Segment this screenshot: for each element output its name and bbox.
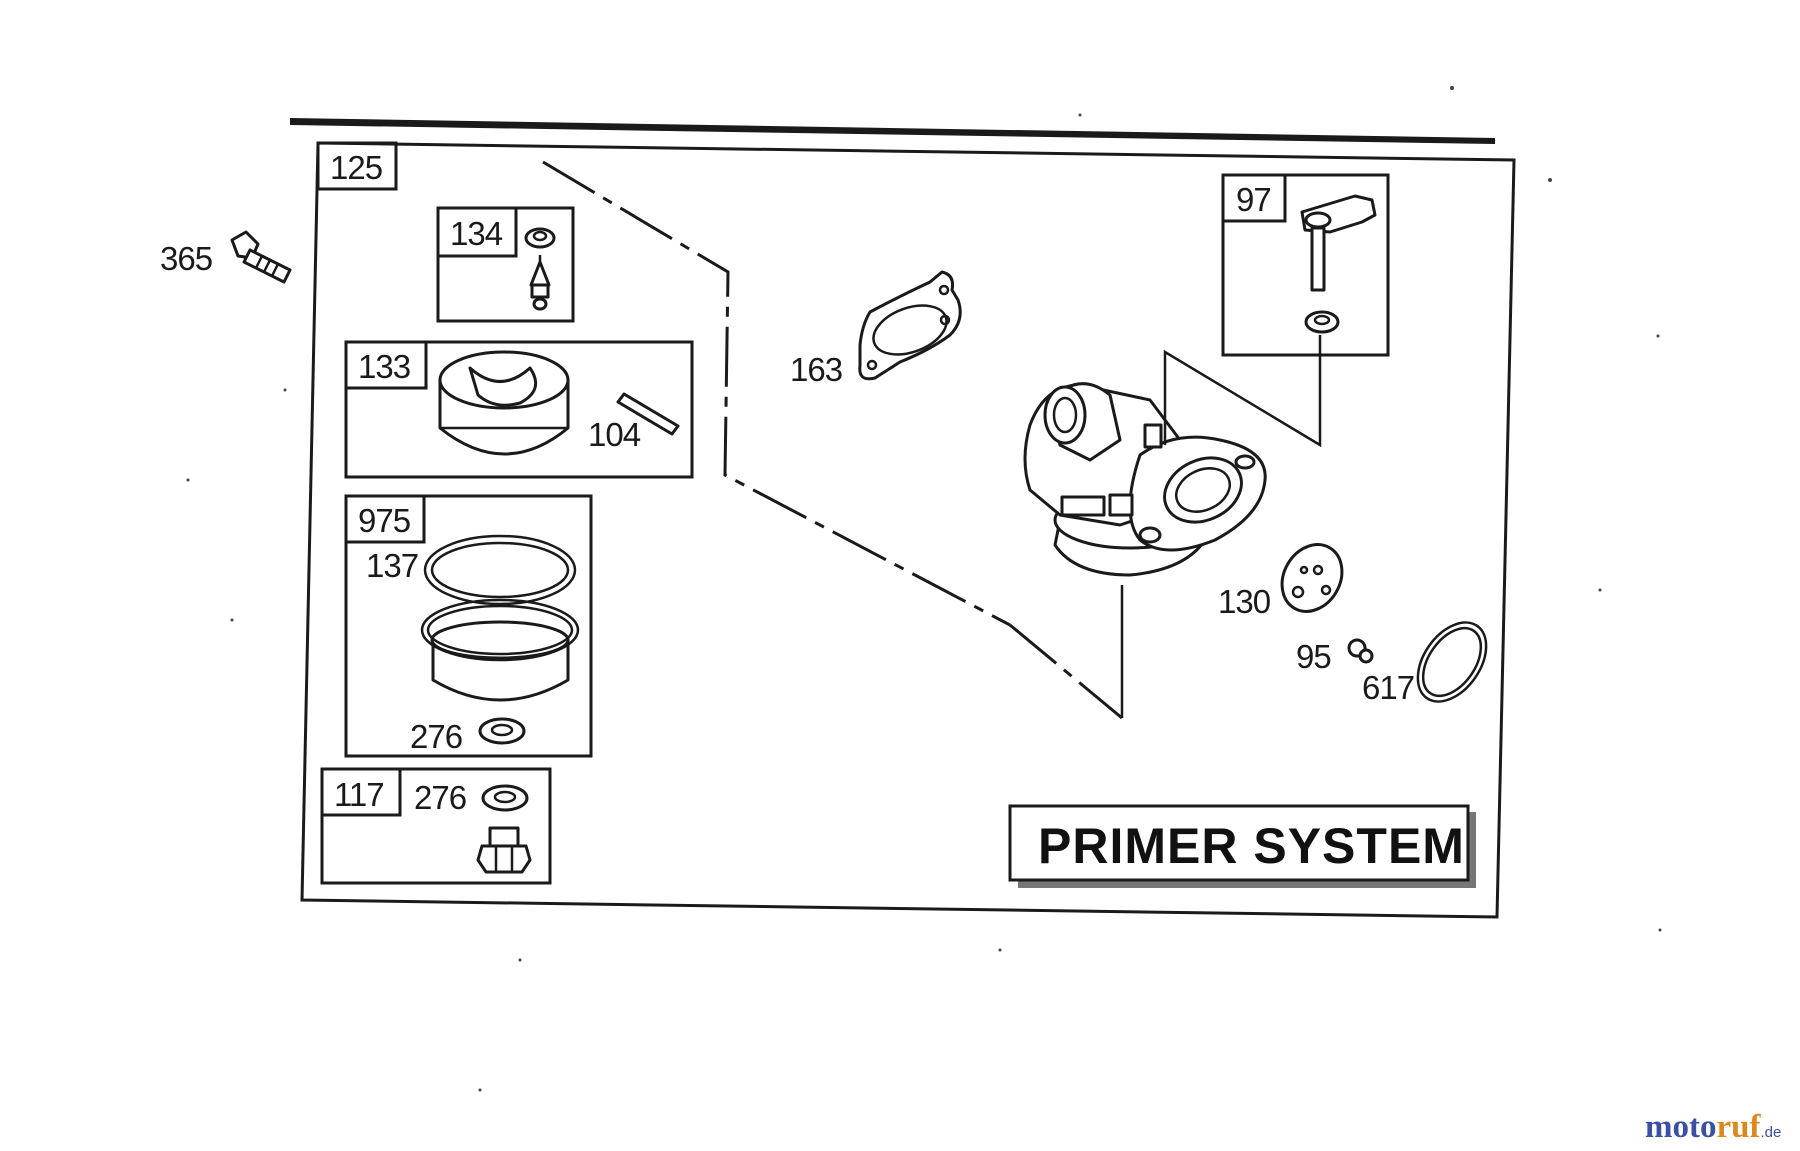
label-104: 104 — [588, 416, 641, 453]
part-276-washer-b — [481, 784, 529, 812]
label-97: 97 — [1236, 181, 1271, 218]
part-104-pin — [616, 392, 680, 436]
part-carburetor-body — [1023, 382, 1267, 577]
part-134-primer-valve — [524, 227, 556, 311]
label-133: 133 — [358, 348, 410, 385]
label-box-125 — [316, 141, 398, 191]
part-97-choke-shaft — [1300, 194, 1377, 334]
assembly-line-lower — [1009, 623, 1123, 720]
assembly-line-97 — [1163, 335, 1322, 448]
diagram-title: PRIMER SYSTEM — [1038, 818, 1465, 874]
part-365-screw — [230, 230, 292, 284]
part-130-diaphragm — [1280, 543, 1344, 613]
assembly-line-upper — [542, 160, 1011, 627]
top-rule — [290, 118, 1495, 144]
label-95: 95 — [1296, 638, 1331, 675]
box-133 — [344, 340, 694, 479]
part-276-washer-a — [478, 717, 526, 745]
part-95-screw — [1347, 638, 1374, 664]
box-117 — [320, 767, 552, 885]
label-box-975 — [344, 494, 426, 544]
label-617: 617 — [1362, 669, 1414, 706]
label-box-133 — [344, 340, 428, 390]
label-117: 117 — [334, 776, 384, 813]
label-box-134 — [436, 206, 518, 258]
part-117-bowl-nut — [476, 826, 532, 874]
label-130: 130 — [1218, 583, 1271, 620]
watermark-logo: motoruf.de — [1645, 1109, 1781, 1145]
part-137-gasket — [423, 534, 577, 606]
part-975-float-bowl — [420, 598, 580, 702]
label-163: 163 — [790, 351, 842, 388]
frame-125 — [300, 141, 1516, 919]
part-617-o-ring — [1416, 621, 1488, 703]
box-97 — [1221, 173, 1390, 357]
label-276-b: 276 — [414, 779, 466, 816]
title-box: PRIMER SYSTEM — [1008, 804, 1476, 888]
label-125: 125 — [330, 149, 382, 186]
label-975: 975 — [358, 502, 410, 539]
scan-speckles — [186, 86, 1662, 1092]
label-365: 365 — [160, 240, 212, 277]
label-137: 137 — [366, 547, 418, 584]
part-133-float — [438, 350, 570, 456]
label-276-a: 276 — [410, 718, 462, 755]
label-box-117 — [320, 767, 402, 817]
part-163-gasket — [858, 270, 962, 381]
label-134: 134 — [450, 215, 503, 252]
label-box-97 — [1221, 173, 1287, 223]
box-975 — [344, 494, 593, 758]
